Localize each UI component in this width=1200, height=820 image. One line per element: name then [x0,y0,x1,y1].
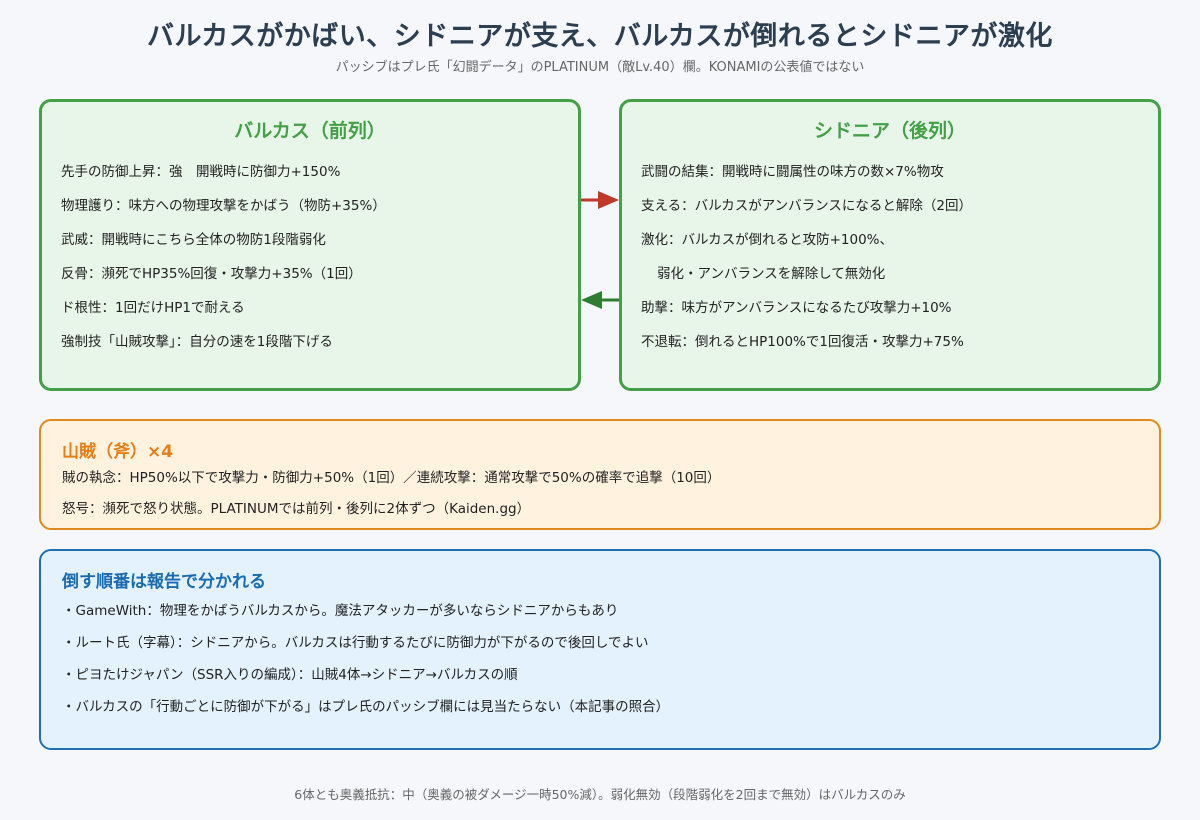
kill-order-item: ・バルカスの「行動ごとに防御が下がる」はプレ氏のパッシブ欄には見当たらない（本記… [62,699,670,715]
sidonia-passive: 激化：バルカスが倒れると攻防+100%、 [641,232,894,248]
bandits-title: 山賊（斧）×4 [62,442,174,462]
kill-order-title: 倒す順番は報告で分かれる [62,572,266,592]
sidonia-passive: 弱化・アンバランスを解除して無効化 [657,266,886,282]
arrow-right-icon [581,191,619,209]
barkas-card: バルカス（前列） 先手の防御上昇：強 開戦時に防御力+150% 物理護り：味方へ… [39,99,581,391]
sidonia-card-title: シドニア（後列） [813,120,966,142]
arrow-left-icon [581,291,619,309]
footer-note: 6体とも奥義抵抗：中（奥義の被ダメージ一時50%減）。弱化無効（段階弱化を2回ま… [294,787,906,802]
barkas-card-title: バルカス（前列） [234,120,386,142]
barkas-passive: 先手の防御上昇：強 開戦時に防御力+150% [61,164,341,180]
barkas-passive: 反骨：瀕死でHP35%回復・攻撃力+35%（1回） [61,266,362,282]
kill-order-item: ・GameWith：物理をかばうバルカスから。魔法アタッカーが多いならシドニアか… [62,603,619,619]
barkas-passive: 強制技「山賊攻撃」：自分の速を1段階下げる [61,334,333,350]
bandits-passive: 怒号：瀕死で怒り状態。PLATINUMでは前列・後列に2体ずつ（Kaiden.g… [62,501,531,517]
sidonia-passive: 不退転：倒れるとHP100%で1回復活・攻撃力+75% [641,334,964,350]
sidonia-card: シドニア（後列） 武闘の結集：開戦時に闘属性の味方の数×7%物攻 支える：バルカ… [619,99,1161,391]
kill-order-item: ・ルート氏（字幕）：シドニアから。バルカスは行動するたびに防御力が下がるので後回… [62,635,649,651]
sidonia-passive: 助撃：味方がアンバランスになるたび攻撃力+10% [641,300,952,316]
kill-order-box: 倒す順番は報告で分かれる ・GameWith：物理をかばうバルカスから。魔法アタ… [39,549,1161,750]
barkas-passive: 武威：開戦時にこちら全体の物防1段階弱化 [61,232,326,248]
sidonia-passive: 支える：バルカスがアンバランスになると解除（2回） [641,198,972,214]
sidonia-passive: 武闘の結集：開戦時に闘属性の味方の数×7%物攻 [641,164,944,180]
page-subtitle: パッシブはプレ氏「幻闘データ」のPLATINUM（敵Lv.40）欄。KONAMI… [335,60,865,75]
barkas-passive: 物理護り：味方への物理攻撃をかばう（物防+35%） [61,198,386,214]
barkas-passive: ド根性：1回だけHP1で耐える [61,300,245,316]
bandits-box: 山賊（斧）×4 賊の執念：HP50%以下で攻撃力・防御力+50%（1回）／連続攻… [39,419,1161,530]
bandits-passive: 賊の執念：HP50%以下で攻撃力・防御力+50%（1回）／連続攻撃：通常攻撃で5… [62,470,721,486]
page-title: バルカスがかばい、シドニアが支え、バルカスが倒れるとシドニアが激化 [147,21,1053,52]
kill-order-item: ・ピヨたけジャパン（SSR入りの編成）：山賊4体→シドニア→バルカスの順 [62,667,518,683]
